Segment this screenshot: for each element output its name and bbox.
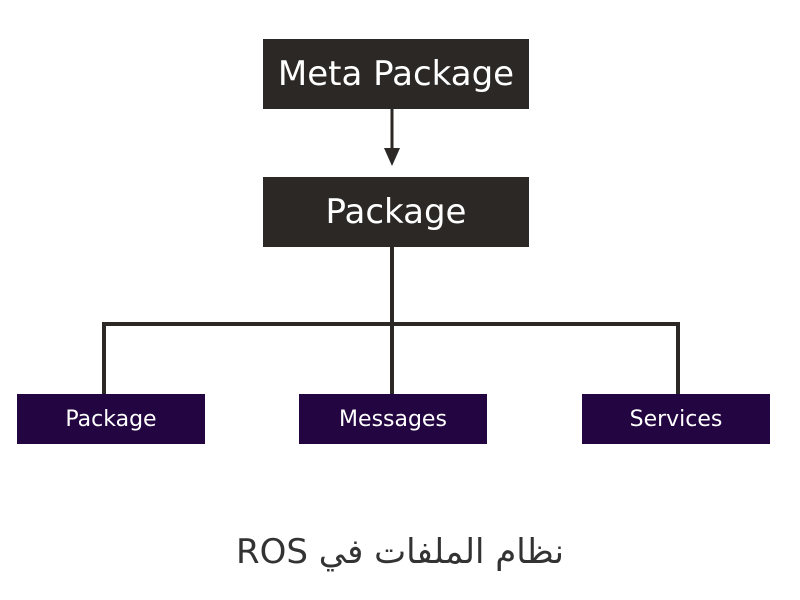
package-node: Package — [263, 177, 529, 247]
leaf-label: Messages — [339, 406, 447, 432]
diagram-caption: نظام الملفات في ROS — [235, 532, 565, 572]
leaf-node-services: Services — [582, 394, 770, 444]
leaf-label: Package — [65, 406, 157, 432]
arrowhead-icon — [384, 148, 400, 166]
meta-package-node: Meta Package — [263, 39, 529, 109]
meta-package-label: Meta Package — [277, 54, 515, 94]
leaf-label: Services — [629, 406, 723, 432]
leaf-node-messages: Messages — [299, 394, 487, 444]
leaf-node-package: Package — [17, 394, 205, 444]
package-label: Package — [325, 192, 467, 232]
